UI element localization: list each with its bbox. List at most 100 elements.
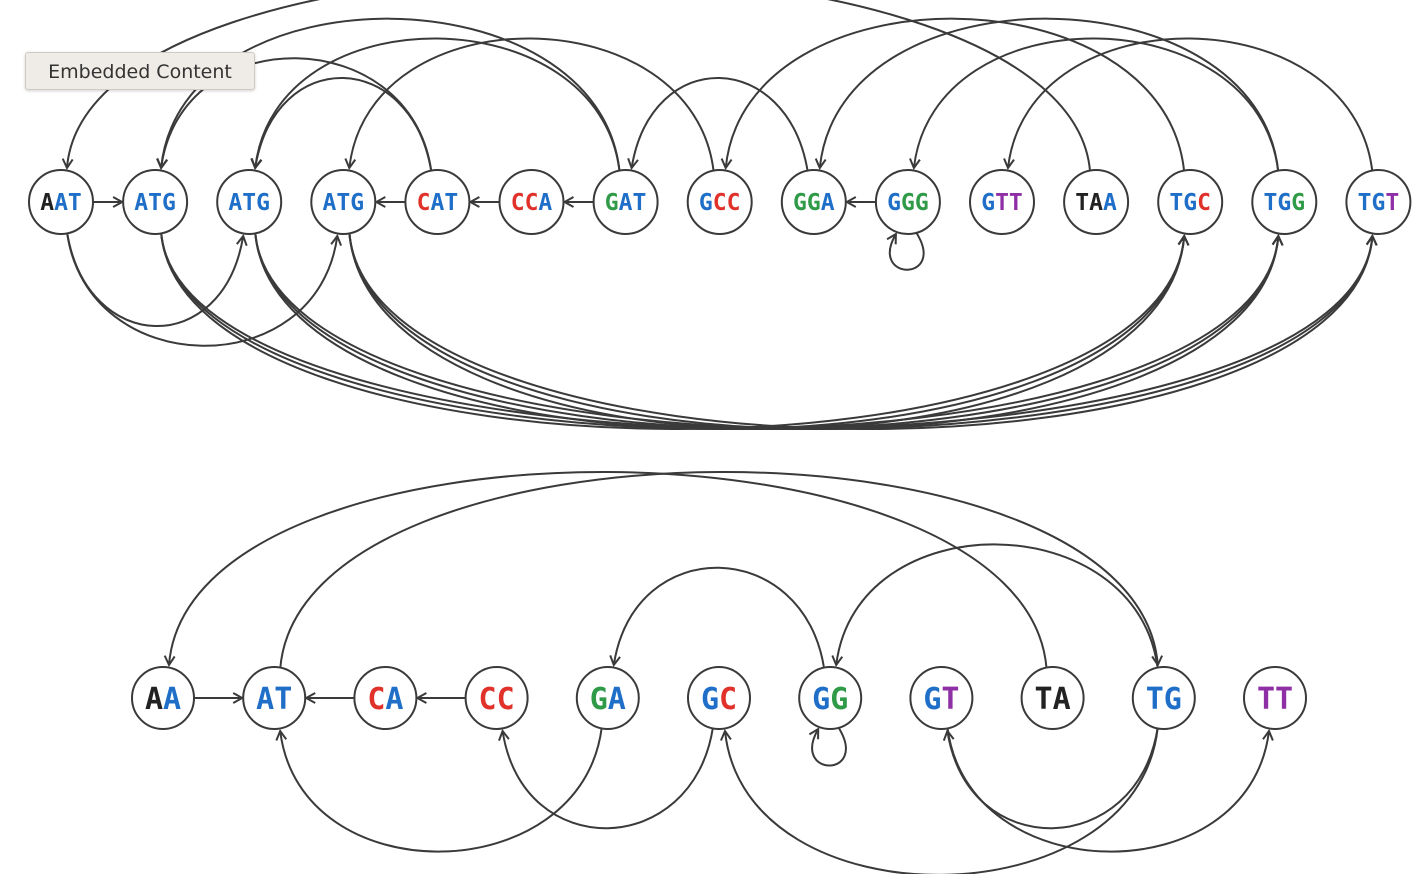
bottom-node-ga: GA bbox=[575, 666, 640, 730]
embedded-content-tooltip: Embedded Content bbox=[25, 52, 255, 90]
edge-gcc-to-atg3 bbox=[349, 37, 715, 173]
top-node-tgc: TGC bbox=[1157, 169, 1224, 235]
node-label: ATG bbox=[228, 190, 270, 216]
edge-ggg-to-ggg bbox=[890, 231, 925, 271]
edge-ta-to-aa bbox=[169, 471, 1048, 670]
node-circle bbox=[1345, 169, 1412, 235]
node-circle bbox=[1251, 169, 1318, 235]
node-circle bbox=[353, 666, 418, 730]
node-label: CCA bbox=[511, 190, 553, 216]
edge-tg-to-gg bbox=[836, 543, 1159, 670]
node-circle bbox=[310, 169, 377, 235]
node-circle bbox=[498, 169, 565, 235]
bottom-node-gt: GT bbox=[909, 666, 974, 730]
top-node-gtt: GTT bbox=[969, 169, 1035, 235]
edge-gat-to-atg1 bbox=[161, 17, 621, 173]
bottom-node-tt: TT bbox=[1243, 666, 1307, 730]
top-node-atg: ATG bbox=[310, 169, 377, 235]
node-label: TAA bbox=[1075, 190, 1117, 216]
top-node-ggg: GGG bbox=[874, 169, 941, 235]
edge-gg-to-gg bbox=[812, 726, 847, 767]
node-label: TA bbox=[1035, 682, 1071, 717]
edge-cat-to-atg2 bbox=[255, 76, 433, 173]
node-label: GA bbox=[590, 682, 626, 717]
top-graph-edges bbox=[66, 0, 1374, 430]
edge-gc-to-cc bbox=[503, 726, 714, 830]
top-node-atg: ATG bbox=[216, 169, 283, 235]
node-circle bbox=[575, 666, 640, 730]
edge-gg-to-ga bbox=[614, 566, 826, 670]
node-label: GGG bbox=[887, 190, 929, 216]
node-circle bbox=[874, 169, 941, 235]
top-node-gga: GGA bbox=[780, 169, 847, 235]
bottom-node-ca: CA bbox=[353, 666, 418, 730]
top-node-aat: AAT bbox=[28, 169, 94, 235]
edge-atg1-to-tgt bbox=[160, 231, 1372, 430]
top-graph-nodes: AAT ATG ATG ATG CAT CCA GAT GCC GGA GGG GTT TAA TGC T… bbox=[28, 169, 1412, 235]
node-circle bbox=[122, 169, 189, 235]
node-label: TGT bbox=[1358, 190, 1400, 216]
node-circle bbox=[131, 666, 195, 730]
edge-ga-to-at bbox=[280, 726, 603, 853]
node-circle bbox=[216, 169, 283, 235]
node-circle bbox=[592, 169, 659, 235]
top-node-gcc: GCC bbox=[686, 169, 753, 235]
node-circle bbox=[780, 169, 847, 235]
node-circle bbox=[1063, 169, 1130, 235]
bottom-node-at: AT bbox=[242, 666, 307, 730]
node-label: ATG bbox=[323, 190, 365, 216]
top-node-cat: CAT bbox=[404, 169, 471, 235]
node-label: GTT bbox=[981, 190, 1023, 216]
node-label: TG bbox=[1146, 682, 1182, 717]
node-label: GC bbox=[701, 682, 737, 717]
edge-aat-to-atg2 bbox=[66, 231, 243, 328]
node-label: ATG bbox=[134, 190, 176, 216]
bottom-node-ta: TA bbox=[1020, 666, 1085, 730]
bottom-graph-nodes: AA AT CA CC GA GC GG GT TA TG TT bbox=[131, 666, 1307, 730]
edge-at-to-tg bbox=[279, 471, 1158, 670]
node-circle bbox=[969, 169, 1035, 235]
edge-gga-to-gat bbox=[632, 76, 809, 173]
node-circle bbox=[404, 169, 471, 235]
bottom-node-tg: TG bbox=[1131, 666, 1196, 730]
node-circle bbox=[464, 666, 529, 730]
top-node-atg: ATG bbox=[122, 169, 189, 235]
node-circle bbox=[798, 666, 863, 730]
top-node-cca: CCA bbox=[498, 169, 565, 235]
edge-tgc-to-gcc bbox=[726, 17, 1186, 173]
node-label: GCC bbox=[699, 190, 741, 216]
node-label: TGG bbox=[1264, 190, 1306, 216]
node-circle bbox=[1131, 666, 1196, 730]
edge-tgg-to-ggg bbox=[914, 37, 1280, 173]
node-label: AA bbox=[145, 682, 181, 717]
node-circle bbox=[1157, 169, 1224, 235]
bottom-node-gg: GG bbox=[798, 666, 863, 730]
node-label: GG bbox=[812, 682, 848, 717]
node-circle bbox=[909, 666, 974, 730]
node-label: CA bbox=[367, 682, 403, 717]
node-circle bbox=[1243, 666, 1307, 730]
node-label: GGA bbox=[793, 190, 835, 216]
edge-tgt-to-gtt bbox=[1008, 37, 1374, 173]
bottom-node-gc: GC bbox=[687, 666, 751, 730]
node-circle bbox=[1020, 666, 1085, 730]
edge-aat-to-atg3 bbox=[66, 231, 337, 347]
node-circle bbox=[686, 169, 753, 235]
edge-gat-to-atg2 bbox=[255, 37, 621, 173]
node-label: AAT bbox=[40, 190, 82, 216]
node-circle bbox=[687, 666, 751, 730]
node-label: CAT bbox=[417, 190, 459, 216]
node-label: AT bbox=[256, 682, 292, 717]
edge-gt-to-tt bbox=[946, 726, 1269, 853]
edge-atg1-to-tgg bbox=[160, 231, 1278, 430]
bottom-node-cc: CC bbox=[464, 666, 529, 730]
node-label: TT bbox=[1257, 682, 1293, 717]
edge-tg-to-gc bbox=[725, 726, 1159, 874]
top-node-tgt: TGT bbox=[1345, 169, 1412, 235]
node-label: GAT bbox=[605, 190, 647, 216]
node-circle bbox=[242, 666, 307, 730]
node-label: CC bbox=[479, 682, 515, 717]
top-node-taa: TAA bbox=[1063, 169, 1130, 235]
node-circle bbox=[28, 169, 94, 235]
node-label: GT bbox=[923, 682, 959, 717]
